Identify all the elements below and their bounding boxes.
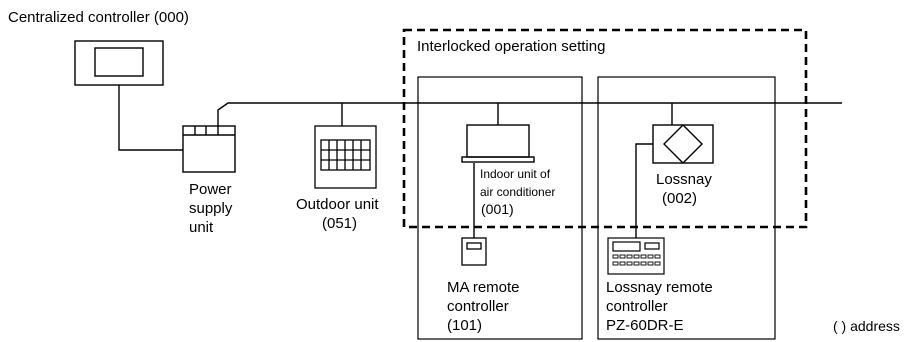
centralized-controller-icon bbox=[74, 40, 164, 86]
outdoor-unit-icon bbox=[314, 125, 377, 189]
interlocked-operation-boundary bbox=[402, 28, 808, 229]
lossnay-label: Lossnay bbox=[656, 171, 712, 188]
indoor-unit-icon bbox=[461, 124, 535, 163]
power-supply-label-3: unit bbox=[189, 219, 214, 236]
ma-remote-address: (101) bbox=[447, 317, 482, 334]
interlocked-operation-label: Interlocked operation setting bbox=[417, 38, 605, 55]
lossnay-remote-label-2: controller bbox=[606, 298, 668, 315]
power-supply-unit-icon bbox=[182, 125, 236, 173]
ma-remote-controller-icon bbox=[461, 237, 487, 266]
lossnay-address: (002) bbox=[662, 190, 697, 207]
outdoor-unit-address: (051) bbox=[322, 215, 357, 232]
address-note: ( ) address bbox=[833, 318, 900, 334]
lossnay-icon bbox=[652, 124, 714, 164]
room-box-indoor bbox=[417, 76, 583, 340]
lossnay-remote-controller-icon bbox=[607, 237, 665, 275]
lossnay-remote-label-1: Lossnay remote bbox=[606, 279, 713, 296]
centralized-controller-label: Centralized controller (000) bbox=[8, 9, 189, 26]
indoor-unit-address: (001) bbox=[481, 201, 514, 217]
ma-remote-label-1: MA remote bbox=[447, 279, 520, 296]
power-supply-label-1: Power bbox=[189, 181, 232, 198]
ma-remote-label-2: controller bbox=[447, 298, 509, 315]
outdoor-unit-label: Outdoor unit bbox=[296, 196, 379, 213]
room-box-lossnay bbox=[597, 76, 776, 340]
power-supply-label-2: supply bbox=[189, 200, 233, 217]
indoor-unit-label-2: air conditioner bbox=[480, 185, 555, 199]
indoor-unit-label-1: Indoor unit of bbox=[480, 167, 551, 181]
lossnay-remote-model: PZ-60DR-E bbox=[606, 317, 684, 334]
transmission-line bbox=[118, 85, 842, 238]
